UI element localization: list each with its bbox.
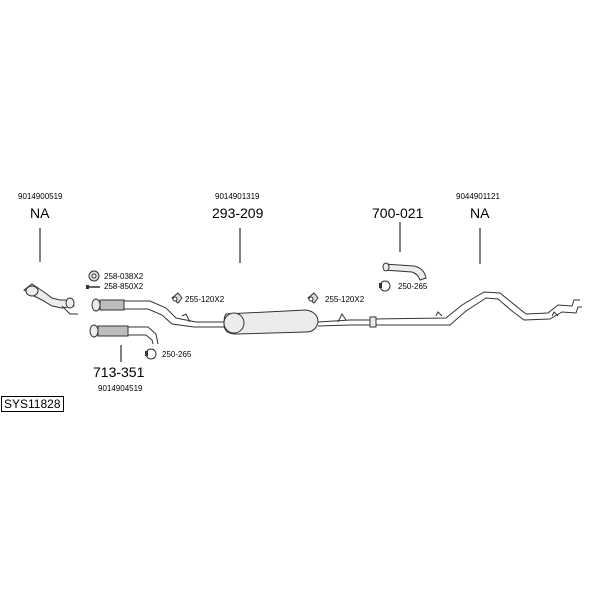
hanger-front-bracket [181, 313, 191, 323]
hanger-rear-icon[interactable] [307, 292, 319, 304]
tail-section-part-number: 700-021 [372, 205, 424, 221]
front-pipe[interactable] [23, 283, 78, 315]
rear-pipe-part-number: NA [470, 205, 490, 221]
front-pipe-part-number: NA [30, 205, 50, 221]
gasket-nut-part-number: 258-038X2 [104, 272, 144, 281]
gasket-nut-icon[interactable] [88, 270, 100, 282]
clamp-rear-part-number: 250-265 [398, 282, 428, 291]
intermediate-pipe-oe-number: 9014904519 [98, 384, 143, 393]
centre-silencer-oe-number: 9014901319 [215, 192, 260, 201]
rear-pipe[interactable] [369, 291, 582, 328]
clamp-rear-icon[interactable] [379, 280, 391, 292]
hanger-rear-bracket [337, 313, 347, 323]
bolt-icon[interactable] [86, 285, 100, 289]
centre-silencer-part-number: 293-209 [212, 205, 264, 221]
bolt-part-number: 258-850X2 [104, 282, 144, 291]
hanger-rear-part-number: 255-120X2 [325, 295, 365, 304]
clamp-front-icon[interactable] [145, 348, 157, 360]
hanger-front-part-number: 255-120X2 [185, 295, 225, 304]
tail-section-part[interactable] [382, 262, 427, 281]
front-pipe-oe-number: 9014900519 [18, 192, 63, 201]
hanger-front-icon[interactable] [171, 292, 183, 304]
system-id-label: SYS11828 [1, 396, 64, 412]
intermediate-pipe-part-number: 713-351 [93, 364, 145, 380]
clamp-front-part-number: 250-265 [162, 350, 192, 359]
intermediate-pipe-upper[interactable] [91, 298, 224, 328]
rear-pipe-oe-number: 9044901121 [456, 192, 500, 201]
centre-silencer[interactable] [223, 309, 370, 335]
intermediate-pipe-lower[interactable] [89, 324, 159, 345]
